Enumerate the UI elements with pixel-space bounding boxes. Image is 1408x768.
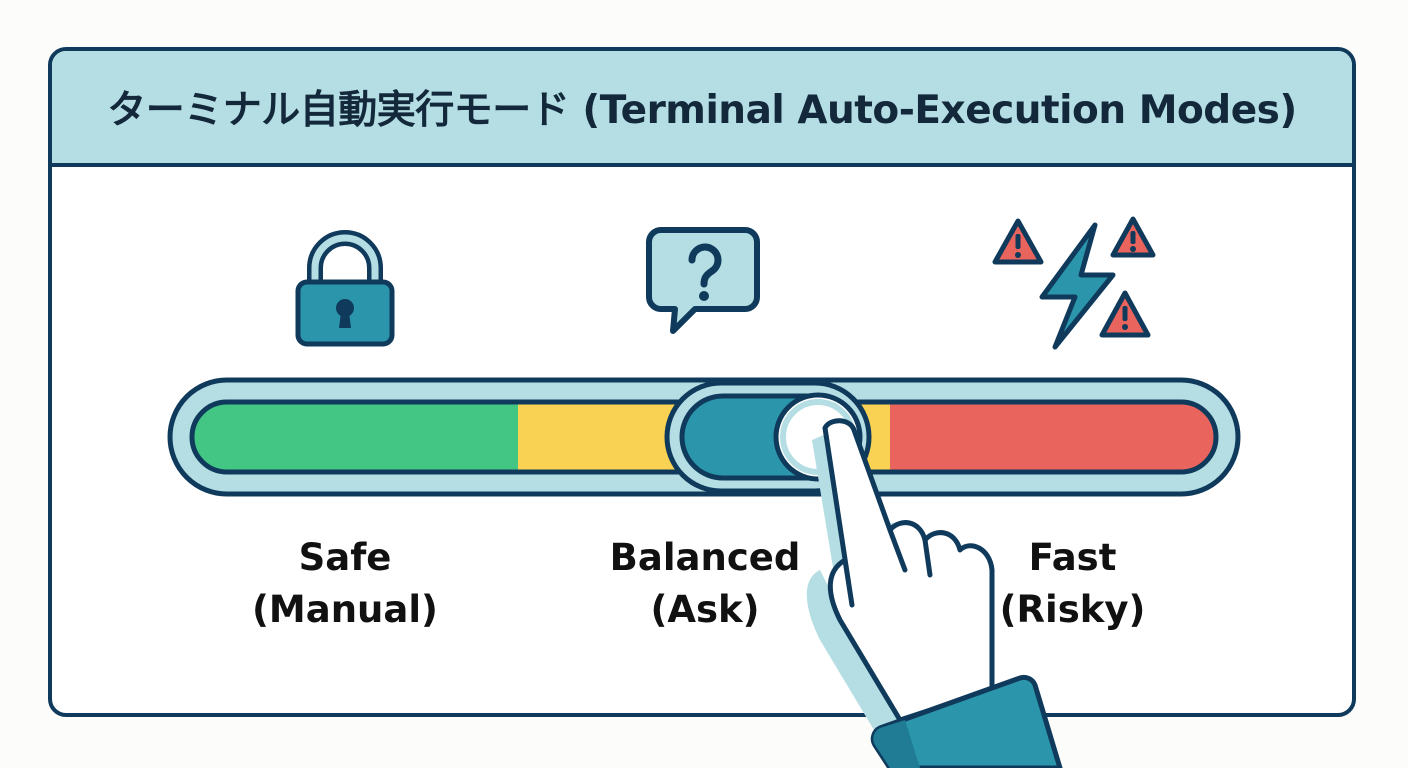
question-speech-bubble-icon xyxy=(646,227,760,334)
panel-header: ターミナル自動実行モード (Terminal Auto-Execution Mo… xyxy=(52,51,1352,167)
hand-pointer-icon xyxy=(806,418,1063,768)
lightning-warning-icon xyxy=(992,216,1156,350)
page-title: ターミナル自動実行モード (Terminal Auto-Execution Mo… xyxy=(107,88,1297,133)
mode-label-balanced: Balanced (Ask) xyxy=(609,536,801,631)
sleeve-cuff xyxy=(870,674,1063,768)
warning-triangle-icon xyxy=(1110,216,1156,258)
mode-label-safe: Safe (Manual) xyxy=(252,536,438,631)
lightning-bolt-icon xyxy=(1039,222,1116,350)
warning-triangle-icon xyxy=(992,218,1044,265)
mode-label-fast: Fast (Risky) xyxy=(999,536,1146,631)
warning-triangle-icon xyxy=(1099,290,1151,338)
lock-icon xyxy=(295,230,395,347)
